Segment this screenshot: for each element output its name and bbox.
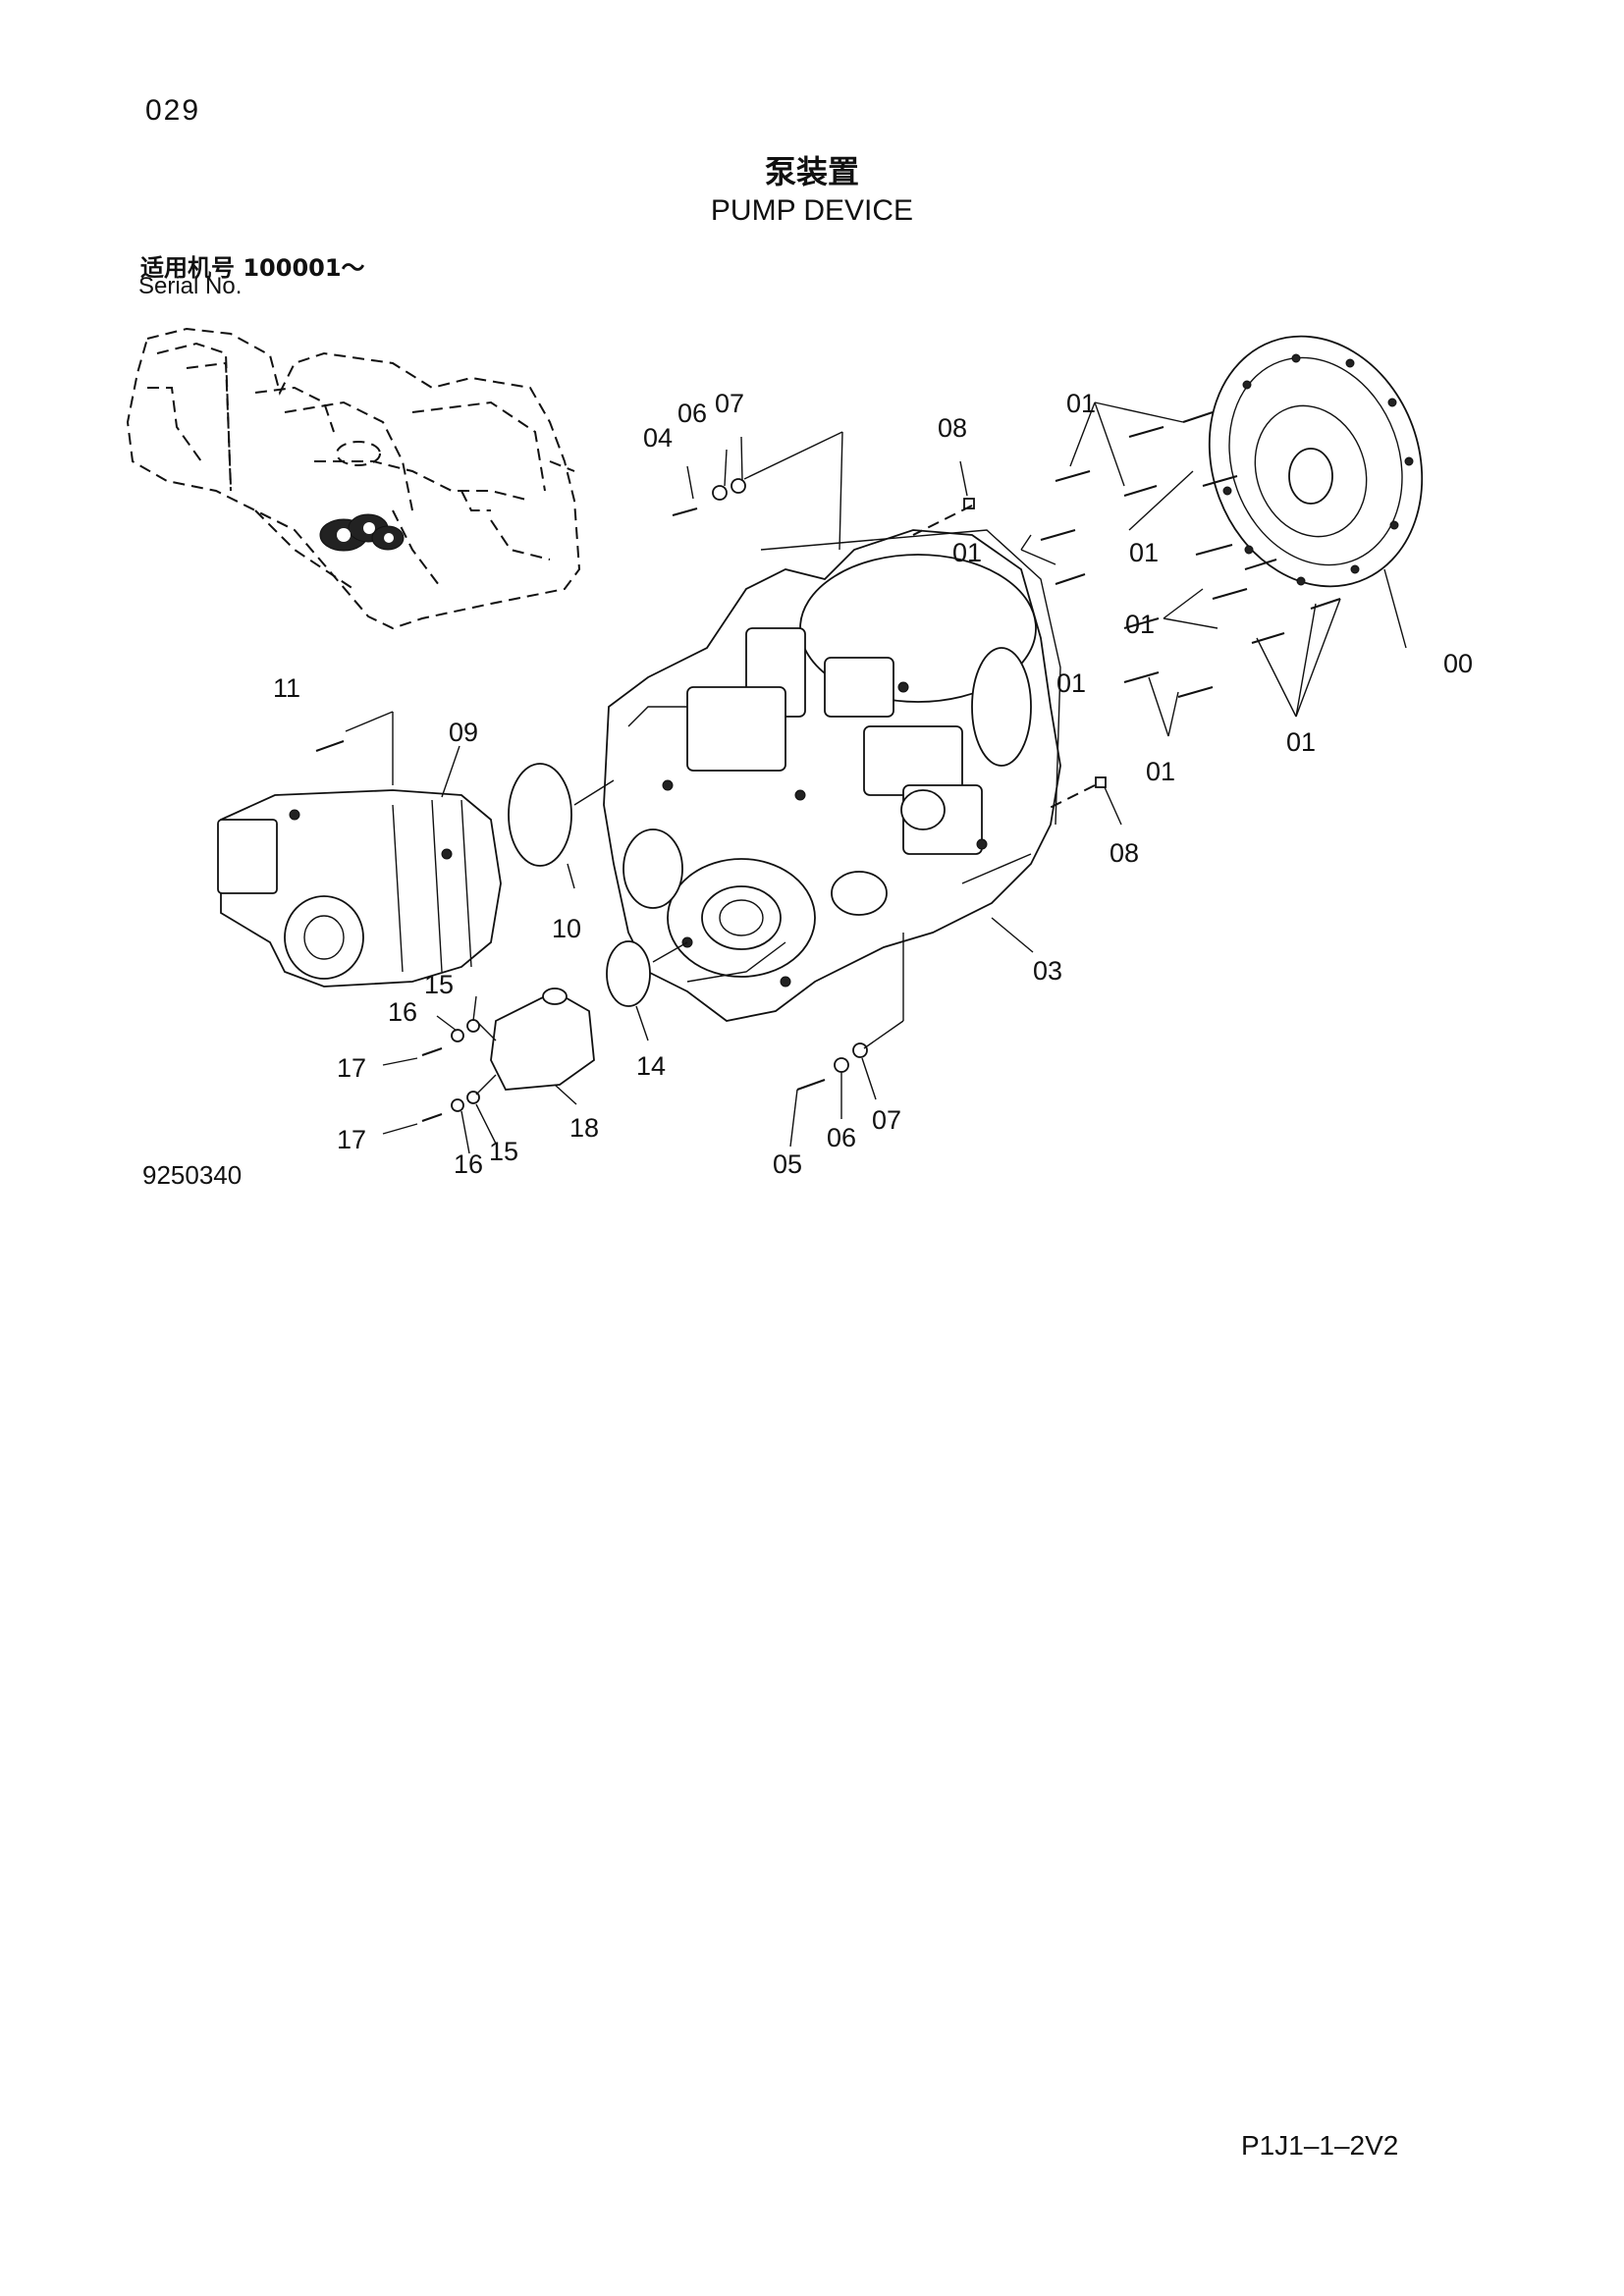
callout-14: 14 [636, 1051, 666, 1081]
callout-15: 15 [424, 970, 454, 999]
title-english: PUMP DEVICE [710, 194, 914, 227]
callout-08: 08 [1110, 838, 1139, 868]
callout-01: 01 [1066, 389, 1096, 418]
callout-01: 01 [1286, 727, 1316, 757]
machine-location-inset [126, 327, 581, 630]
callout-15: 15 [489, 1137, 518, 1166]
small-fasteners [315, 478, 1107, 1122]
pump-location-marker [319, 513, 405, 552]
callout-01: 01 [1146, 757, 1175, 786]
callout-10: 10 [552, 914, 581, 943]
callout-03: 03 [1033, 956, 1062, 986]
bolts-01 [1040, 411, 1341, 698]
callout-08: 08 [938, 413, 967, 443]
callout-09: 09 [449, 718, 478, 747]
callout-11: 11 [273, 673, 300, 703]
figure-id: 9250340 [142, 1160, 243, 1190]
callout-05: 05 [773, 1149, 802, 1179]
callout-17: 17 [337, 1053, 366, 1083]
callout-07: 07 [872, 1105, 901, 1135]
callout-01: 01 [1129, 538, 1159, 567]
callout-06: 06 [677, 399, 707, 428]
callout-00: 00 [1443, 649, 1473, 678]
title-chinese: 泵装置 [764, 153, 859, 190]
callout-01: 01 [1056, 668, 1086, 698]
fitting-block [490, 988, 595, 1091]
callout-labels: 00 01 01 01 01 01 01 01 03 04 05 06 06 0… [273, 389, 1473, 1179]
main-pump-body [603, 529, 1061, 1022]
page-number: 029 [145, 94, 201, 127]
serial-label-english: Serial No. [138, 273, 243, 299]
leader-lines [345, 401, 1407, 1154]
callout-18: 18 [569, 1113, 599, 1143]
callout-07: 07 [715, 389, 744, 418]
page-code: P1J1–1–2V2 [1241, 2130, 1399, 2161]
callout-16: 16 [454, 1149, 483, 1179]
callout-16: 16 [388, 997, 417, 1027]
callout-04: 04 [643, 423, 673, 453]
o-ring-10 [508, 763, 572, 867]
flange-housing [1208, 335, 1424, 588]
sub-pump [217, 789, 502, 988]
callout-06: 06 [827, 1123, 856, 1152]
callout-17: 17 [337, 1125, 366, 1154]
callout-01: 01 [1125, 610, 1155, 639]
serial-label-chinese: 适用机号 100001～ [140, 254, 365, 282]
o-ring-14 [606, 940, 651, 1007]
callout-01: 01 [952, 538, 982, 567]
flange-bolt-holes [1222, 353, 1414, 586]
